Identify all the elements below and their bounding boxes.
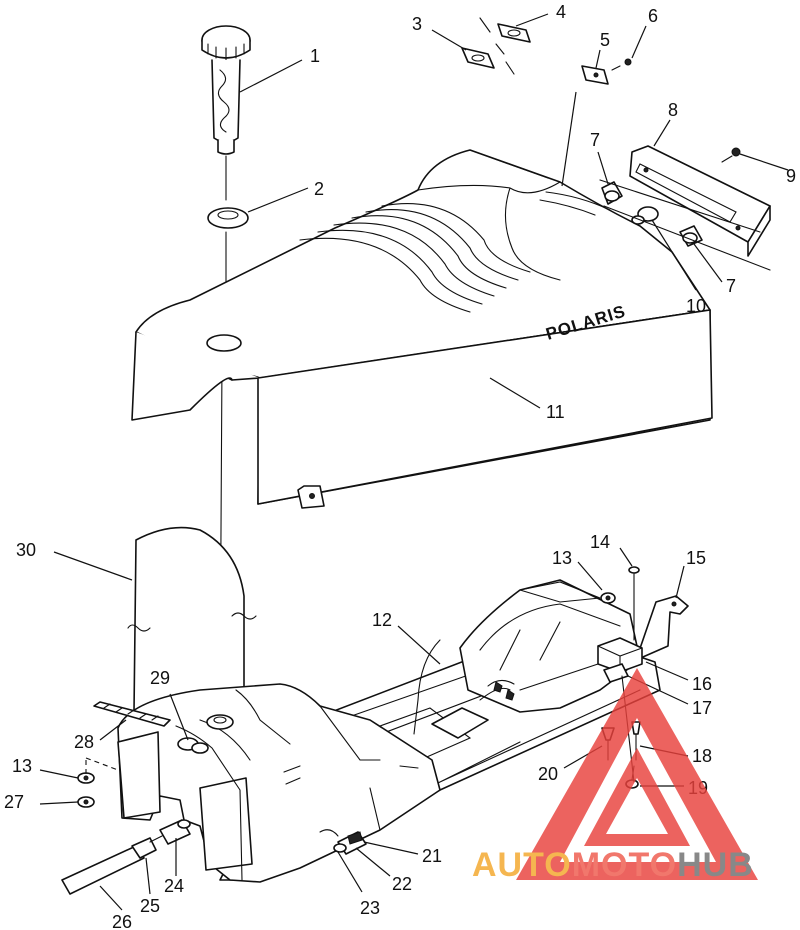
tail-bulb xyxy=(631,206,659,225)
fitting-25 xyxy=(131,837,157,859)
tank-guard-panel xyxy=(127,526,257,713)
callout-2: 2 xyxy=(314,179,324,199)
callout-12: 12 xyxy=(372,610,392,630)
callout-5: 5 xyxy=(600,30,610,50)
bulb-socket-upper xyxy=(601,181,623,205)
automotohub-watermark: AUTOMOTOHUB xyxy=(472,668,758,884)
screw-6 xyxy=(611,58,632,71)
callout-22: 22 xyxy=(392,874,412,894)
callout-24: 24 xyxy=(164,876,184,896)
callout-8: 8 xyxy=(668,100,678,120)
callout-28: 28 xyxy=(74,732,94,752)
watermark-word-auto: AUTO xyxy=(472,846,572,884)
fuel-cap-assembly xyxy=(201,25,251,155)
plate-3 xyxy=(461,47,495,69)
callout-14: 14 xyxy=(590,532,610,552)
callout-4: 4 xyxy=(556,2,566,22)
watermark-word-hub: HUB xyxy=(677,846,754,884)
callout-21: 21 xyxy=(422,846,442,866)
callout-11: 11 xyxy=(546,402,565,422)
outlet-fitting xyxy=(319,829,367,855)
callout-9: 9 xyxy=(786,166,796,186)
leader-lines xyxy=(39,13,789,911)
callout-7-lower: 7 xyxy=(726,276,736,296)
callout-13-left: 13 xyxy=(12,756,32,776)
callout-25: 25 xyxy=(140,896,160,916)
watermark-triangle-logo xyxy=(516,668,758,880)
callout-17: 17 xyxy=(692,698,712,718)
callout-18: 18 xyxy=(692,746,712,766)
callout-7-upper: 7 xyxy=(590,130,600,150)
mount-bracket xyxy=(635,595,689,661)
callout-20: 20 xyxy=(538,764,558,784)
callout-13-upper: 13 xyxy=(552,548,572,568)
callout-29: 29 xyxy=(150,668,170,688)
callout-labels: 1 2 3 4 5 6 7 7 8 9 10 11 12 13 13 14 15… xyxy=(4,2,796,930)
switch-16 xyxy=(597,637,643,673)
washer-13-left xyxy=(77,772,95,784)
callout-1: 1 xyxy=(310,46,320,66)
fuel-line-26 xyxy=(61,845,145,895)
callout-3: 3 xyxy=(412,14,422,34)
callout-15: 15 xyxy=(686,548,706,568)
valve-24 xyxy=(149,819,191,845)
watermark-word-moto: MOTO xyxy=(572,846,677,884)
vent-hose-28 xyxy=(93,701,171,727)
bolt-14 xyxy=(628,566,640,641)
grommet xyxy=(207,207,249,229)
screw-9 xyxy=(721,147,741,163)
seat: POLARIS xyxy=(131,149,713,509)
callout-16: 16 xyxy=(692,674,712,694)
callout-30: 30 xyxy=(16,540,36,560)
callout-27: 27 xyxy=(4,792,24,812)
callout-10: 10 xyxy=(686,296,706,316)
plate-5 xyxy=(581,65,609,85)
clamp-29 xyxy=(177,737,209,754)
callout-6: 6 xyxy=(648,6,658,26)
svg-text:AUTOMOTOHUB: AUTOMOTOHUB xyxy=(472,846,754,884)
plate-4 xyxy=(497,23,531,43)
callout-26: 26 xyxy=(112,912,132,930)
callout-23: 23 xyxy=(360,898,380,918)
washer-13-upper xyxy=(600,592,616,604)
nut-27 xyxy=(77,796,95,808)
